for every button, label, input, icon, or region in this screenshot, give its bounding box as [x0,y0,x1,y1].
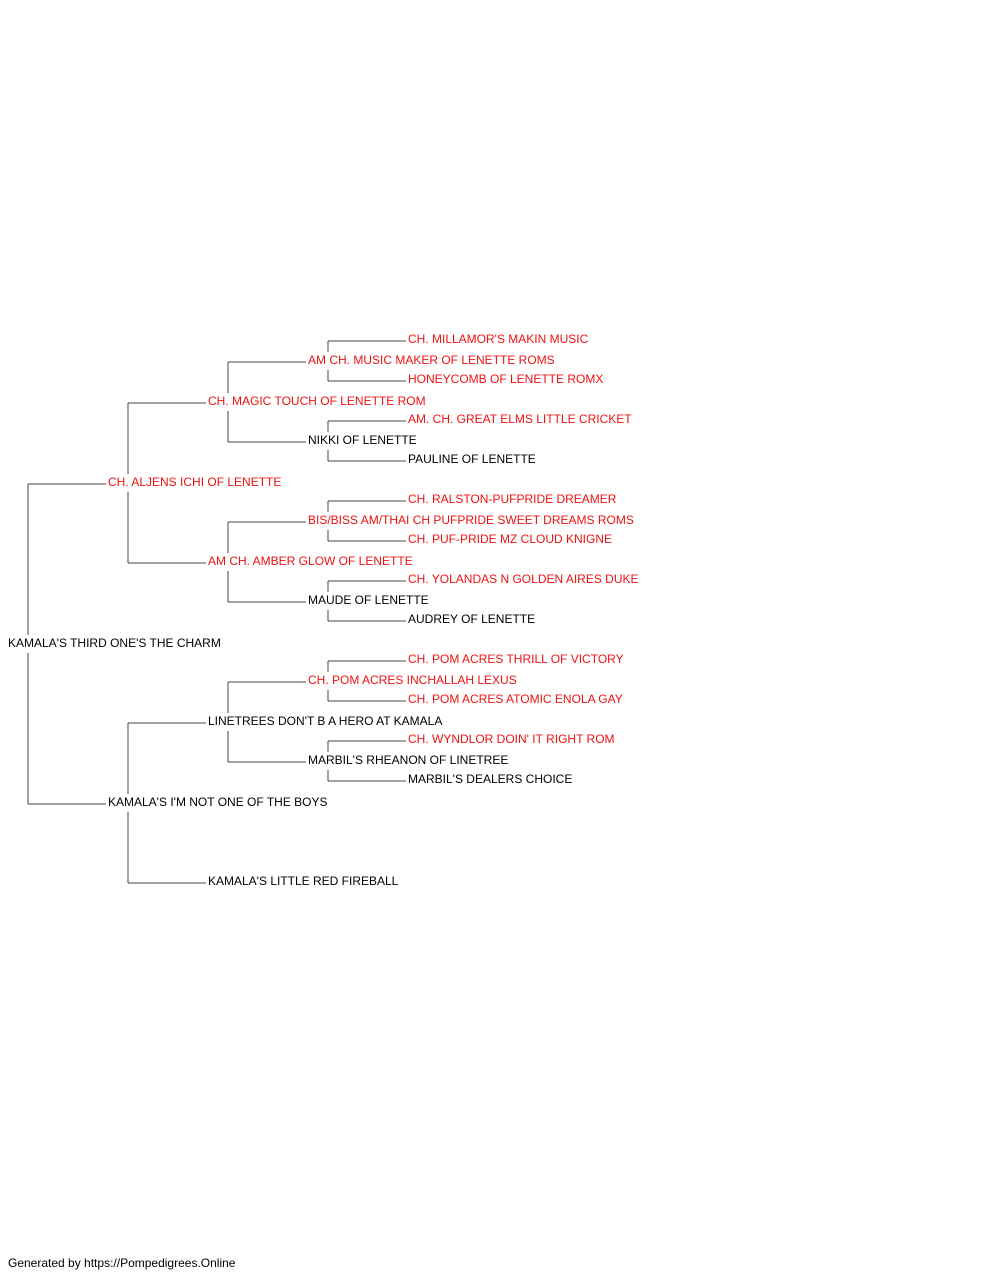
pedigree-name-dam-sire-dam-sire: CH. WYNDLOR DOIN' IT RIGHT ROM [408,732,615,746]
pedigree-name-dam-sire-dam-dam: MARBIL'S DEALERS CHOICE [408,772,572,786]
pedigree-name-sire: CH. ALJENS ICHI OF LENETTE [108,475,281,489]
pedigree-name-dam-sire-dam: MARBIL'S RHEANON OF LINETREE [308,753,508,767]
pedigree-name-sire-sire-sire-sire: CH. MILLAMOR'S MAKIN MUSIC [408,332,589,346]
pedigree-name-sire-dam-dam-sire: CH. YOLANDAS N GOLDEN AIRES DUKE [408,572,639,586]
pedigree-name-sire-sire-dam-sire: AM. CH. GREAT ELMS LITTLE CRICKET [408,412,632,426]
pedigree-name-sire-sire-sire: AM CH. MUSIC MAKER OF LENETTE ROMS [308,353,555,367]
pedigree-name-dam-sire-sire: CH. POM ACRES INCHALLAH LEXUS [308,673,517,687]
pedigree-name-sire-dam-dam-dam: AUDREY OF LENETTE [408,612,535,626]
pedigree-name-sire-dam-dam: MAUDE OF LENETTE [308,593,429,607]
pedigree-name-dam-dam: KAMALA'S LITTLE RED FIREBALL [208,874,399,888]
footer-credit: Generated by https://Pompedigrees.Online [8,1256,236,1270]
pedigree-name-sire-dam: AM CH. AMBER GLOW OF LENETTE [208,554,413,568]
pedigree-name-dam-sire-sire-dam: CH. POM ACRES ATOMIC ENOLA GAY [408,692,623,706]
pedigree-name-sire-dam-sire-dam: CH. PUF-PRIDE MZ CLOUD KNIGNE [408,532,612,546]
pedigree-name-dam-sire: LINETREES DON'T B A HERO AT KAMALA [208,714,442,728]
pedigree-name-sire-sire-dam-dam: PAULINE OF LENETTE [408,452,536,466]
pedigree-name-dam: KAMALA'S I'M NOT ONE OF THE BOYS [108,795,328,809]
pedigree-name-sire-sire: CH. MAGIC TOUCH OF LENETTE ROM [208,394,426,408]
pedigree-name-sire-dam-sire: BIS/BISS AM/THAI CH PUFPRIDE SWEET DREAM… [308,513,634,527]
pedigree-name-sire-dam-sire-sire: CH. RALSTON-PUFPRIDE DREAMER [408,492,617,506]
pedigree-name-subject: KAMALA'S THIRD ONE'S THE CHARM [8,636,221,650]
pedigree-name-sire-sire-sire-dam: HONEYCOMB OF LENETTE ROMX [408,372,603,386]
pedigree-name-sire-sire-dam: NIKKI OF LENETTE [308,433,417,447]
pedigree-name-dam-sire-sire-sire: CH. POM ACRES THRILL OF VICTORY [408,652,624,666]
